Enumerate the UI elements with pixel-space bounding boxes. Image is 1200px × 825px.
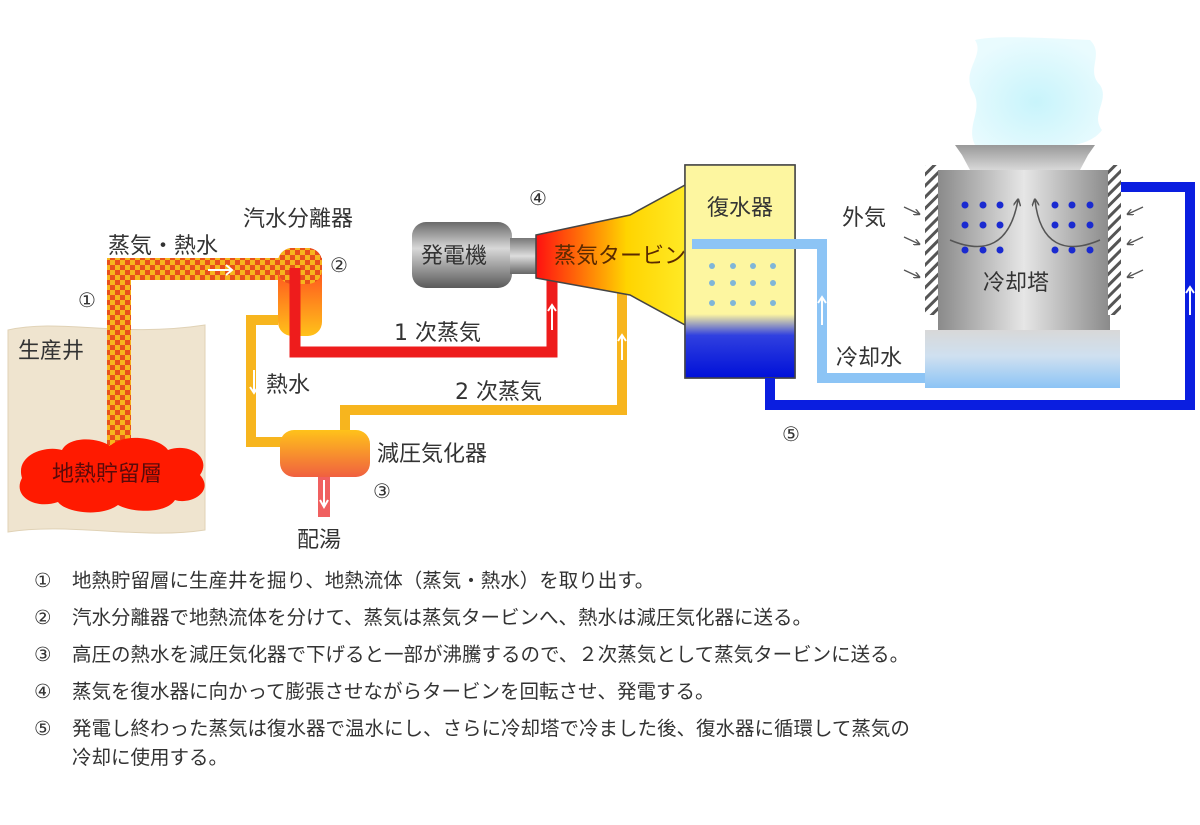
label-hot-water: 熱水 [266,373,310,398]
cooling-tower-fan-stack [955,145,1095,170]
label-cooling-tower: 冷却塔 [983,271,1049,296]
turbine-shaft [510,238,538,274]
label-steam-turbine: 蒸気タービン [554,244,686,269]
step-marker: ② [34,606,52,629]
geothermal-diagram: 生産井 地熱貯留層 蒸気・熱水 汽水分離器 熱水 減圧気化器 配湯 発電機 蒸気… [7,37,1195,553]
arrow-right-icon [225,264,234,276]
step-item: ④ 蒸気を復水器に向かって膨張させながらタービンを回転させ、発電する。 [34,679,1174,705]
arrow-up-icon [817,295,827,304]
label-cooling-water: 冷却水 [836,346,902,371]
label-outside-air: 外気 [842,206,886,231]
marker-3: ③ [373,479,391,503]
arrow-up-icon [617,333,627,342]
label-steam-hot-water: 蒸気・熱水 [108,234,218,259]
air-flow-arrow-icon [949,200,1018,248]
arrow-up-icon [1185,285,1195,294]
arrow-down-icon [249,386,259,395]
step-text: 発電し終わった蒸気は復水器で温水にし、さらに冷却塔で冷ました後、復水器に循環して… [72,717,910,740]
label-flasher: 減圧気化器 [377,442,487,467]
label-generator: 発電機 [421,244,487,269]
cooling-basin [925,330,1120,388]
step-marker: ③ [34,643,52,666]
label-secondary-steam: 2 次蒸気 [455,380,542,405]
condenser-droplets [709,263,776,306]
step-item: ⑤ 発電し終わった蒸気は復水器で温水にし、さらに冷却塔で冷ました後、復水器に循環… [34,716,1174,742]
step-text: 高圧の熱水を減圧気化器で下げると一部が沸騰するので、２次蒸気として蒸気タービンに… [72,643,910,666]
step-text: 蒸気を復水器に向かって膨張させながらタービンを回転させ、発電する。 [72,680,715,703]
step-marker: ④ [34,680,52,703]
step-item: ③ 高圧の熱水を減圧気化器で下げると一部が沸騰するので、２次蒸気として蒸気タービ… [34,642,1174,668]
secondary-steam-pipe [340,290,627,430]
label-condenser: 復水器 [707,196,773,221]
step-item: ② 汽水分離器で地熱流体を分けて、蒸気は蒸気タービンへ、熱水は減圧気化器に送る。 [34,605,1174,631]
generator [412,222,512,288]
label-geothermal-reservoir: 地熱貯留層 [52,462,162,487]
hot-water-pipe [246,315,290,447]
label-separator: 汽水分離器 [243,207,353,232]
step-text: 汽水分離器で地熱流体を分けて、蒸気は蒸気タービンへ、熱水は減圧気化器に送る。 [72,606,813,629]
marker-1: ① [78,288,96,312]
marker-2: ② [330,253,348,277]
geothermal-reservoir [19,437,205,513]
marker-4: ④ [529,186,547,210]
marker-5: ⑤ [782,422,800,446]
label-primary-steam: 1 次蒸気 [394,321,481,346]
step-marker: ⑤ [34,717,52,740]
steam-plume [969,37,1103,145]
step-list: ① 地熱貯留層に生産井を掘り、地熱流体（蒸気・熱水）を取り出す。 ② 汽水分離器… [34,568,1174,771]
flasher-vessel [280,430,370,477]
tower-droplets [961,201,1094,254]
air-flow-arrow-icon [1035,200,1101,248]
label-hot-water-supply: 配湯 [297,528,341,553]
production-well-pipe [107,258,131,458]
step-item: ① 地熱貯留層に生産井を掘り、地熱流体（蒸気・熱水）を取り出す。 [34,568,1174,594]
louver-right [1108,165,1121,315]
arrow-up-icon [547,303,557,312]
label-production-well: 生産井 [18,339,84,364]
arrow-down-icon [319,499,329,510]
step-marker: ① [34,569,52,592]
step-text: 地熱貯留層に生産井を掘り、地熱流体（蒸気・熱水）を取り出す。 [72,569,655,592]
outside-air-arrows [903,206,1144,277]
louver-left [925,165,938,315]
condenser [684,164,796,379]
step-continuation: 冷却に使用する。 [72,746,229,769]
